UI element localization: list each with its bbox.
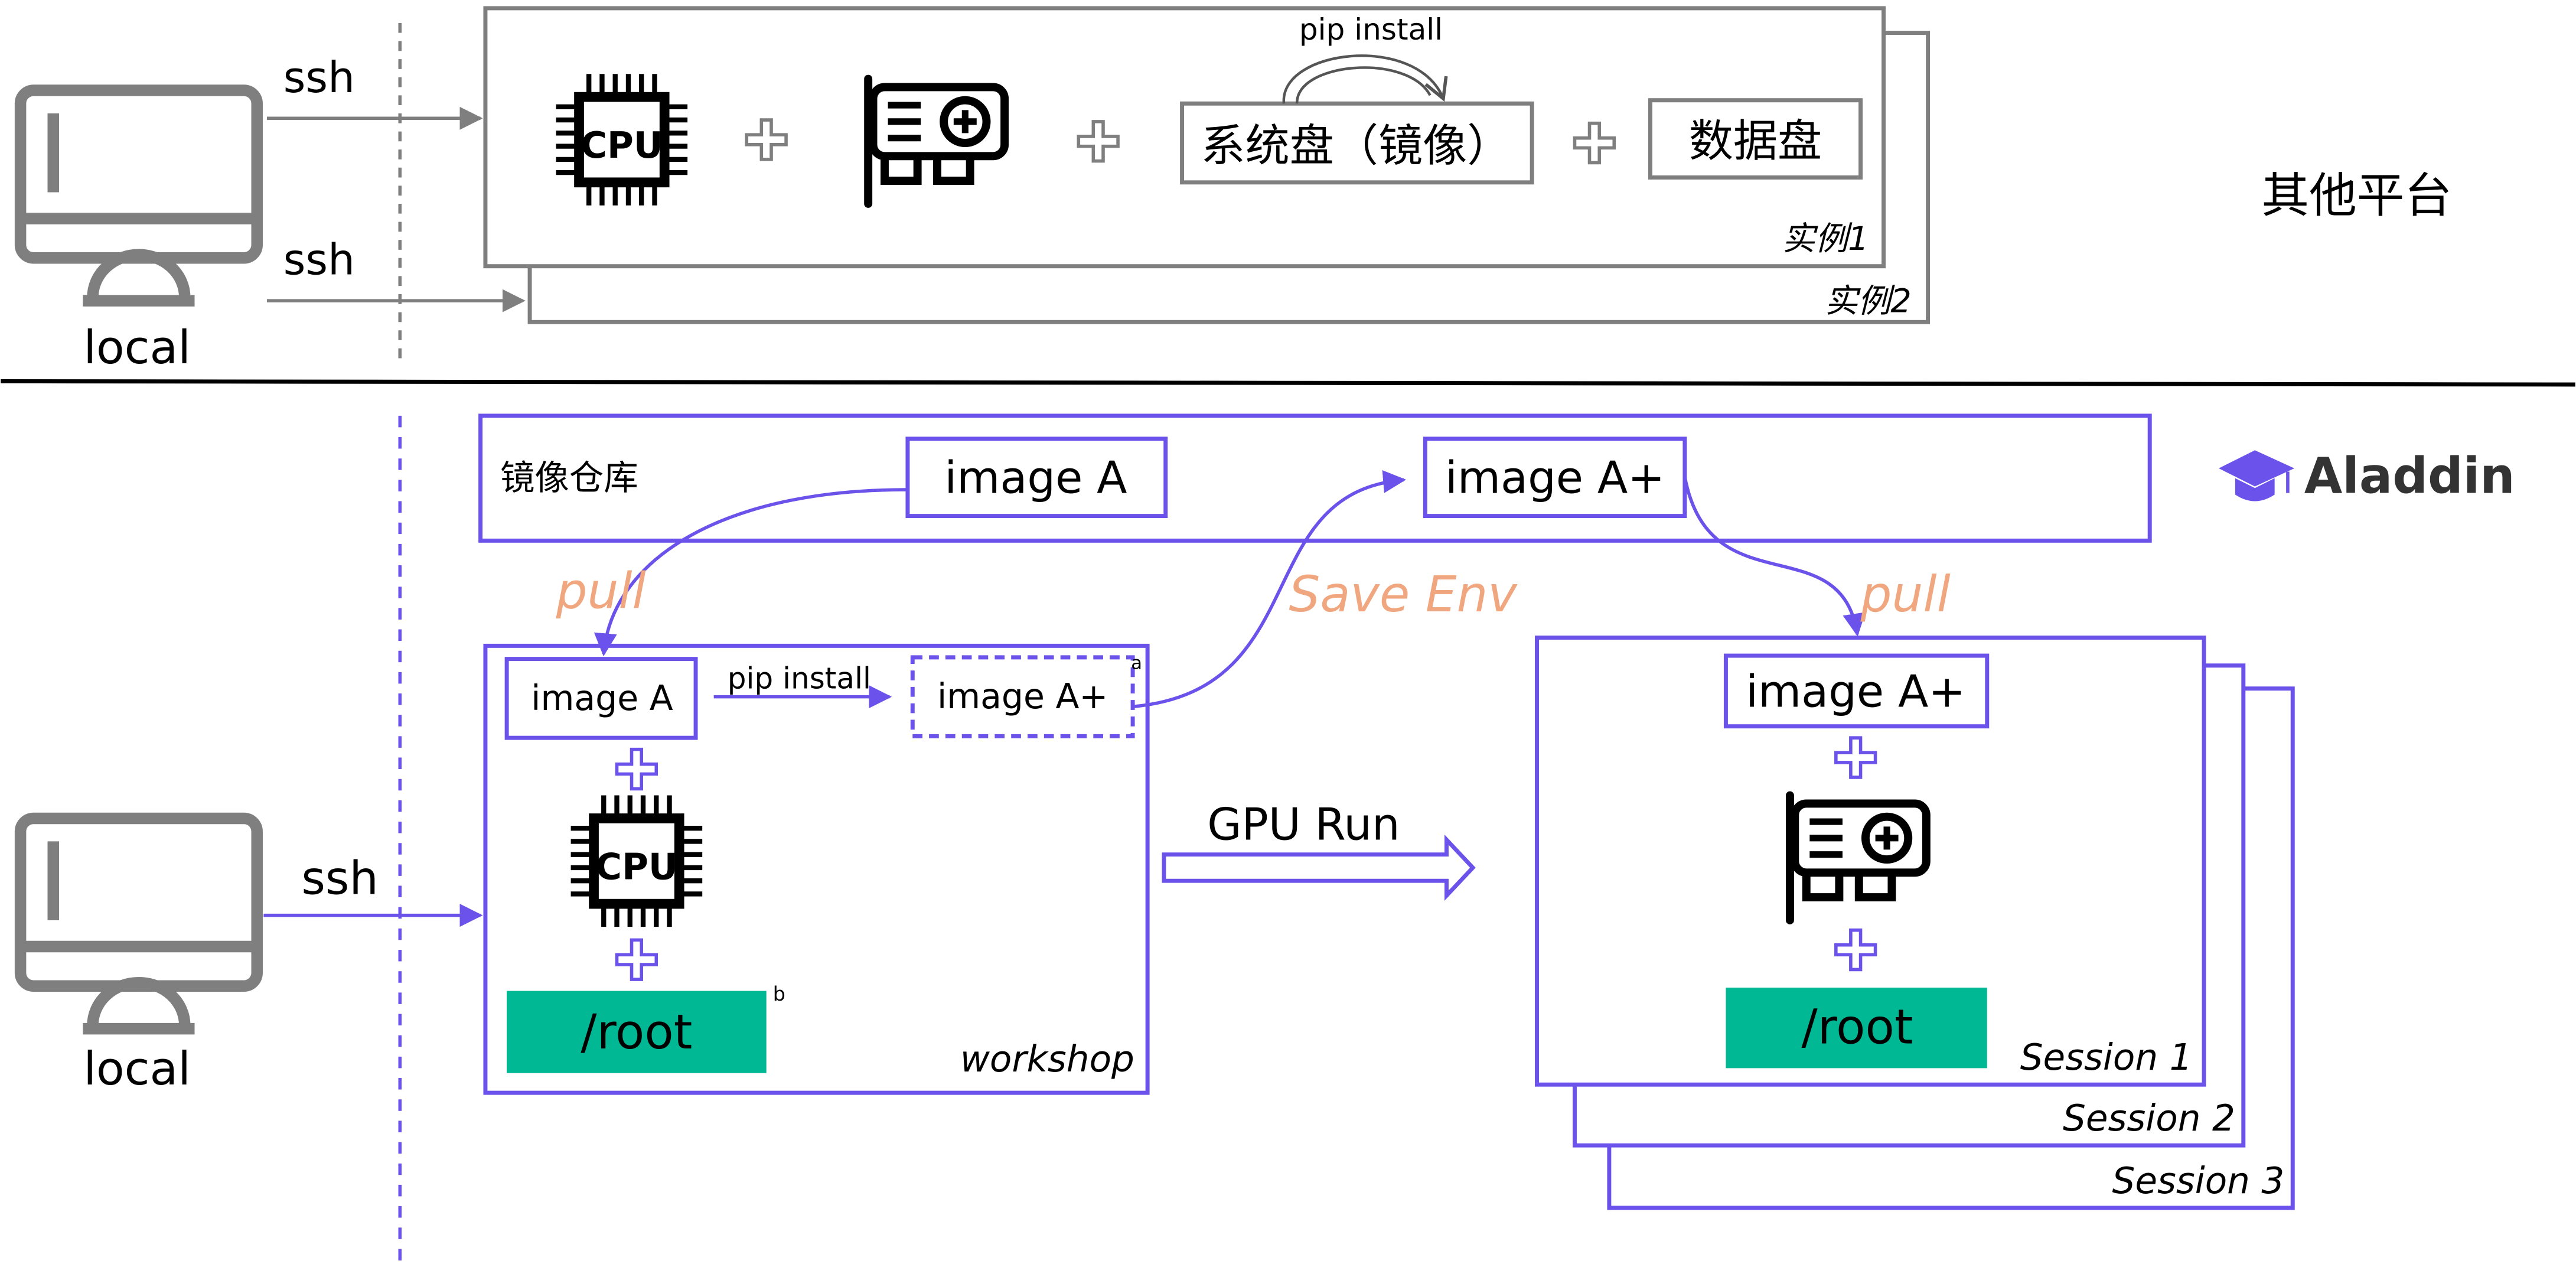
curved-arrow-icon	[1282, 54, 1448, 104]
session-image-a-plus-box	[1723, 653, 1990, 729]
registry-image-a-box	[905, 437, 1168, 519]
instance-2-label: 实例2	[1825, 282, 1912, 321]
registry-image-a: image A	[944, 452, 1127, 504]
session-root-volume	[1726, 988, 1987, 1069]
pip-install-label: pip install	[1299, 12, 1443, 47]
session-2-label: Session 2	[2063, 1097, 2235, 1139]
workshop-cpu-label: CPU	[595, 846, 677, 888]
workshop-label: workshop	[960, 1038, 1134, 1080]
local-monitor-icon	[21, 818, 257, 1028]
ssh-label-1: ssh	[283, 53, 355, 103]
system-disk-label: 系统盘（镜像）	[1201, 120, 1512, 172]
pull-label-right: pull	[1860, 566, 1951, 623]
curved-arrow-inner	[1296, 66, 1432, 104]
bottom-ssh-label: ssh	[301, 852, 379, 905]
workshop-image-a-box	[504, 657, 698, 740]
brand-name: Aladdin	[2304, 448, 2515, 505]
pull-label-left: pull	[556, 562, 646, 620]
workshop-root-volume	[507, 991, 767, 1073]
instance-1-label: 实例1	[1782, 220, 1869, 258]
workshop-image-a: image A	[531, 678, 673, 718]
workshop-image-a-plus-box	[910, 655, 1135, 738]
pull-arrow-right	[1683, 476, 1866, 637]
workshop-root-label: /root	[581, 1005, 692, 1060]
save-env-arrow	[1132, 470, 1407, 709]
superscript-a: a	[1131, 653, 1142, 673]
save-env-label: Save Env	[1289, 566, 1518, 623]
graduation-cap-icon	[2219, 450, 2295, 487]
registry-image-a-plus: image A+	[1445, 452, 1665, 504]
data-disk-label: 数据盘	[1689, 115, 1822, 167]
pull-arrow-left	[594, 488, 907, 657]
workshop-pip-install: pip install	[728, 662, 871, 696]
superscript-b: b	[773, 982, 785, 1005]
cpu-label: CPU	[581, 125, 663, 167]
bottom-local-label: local	[83, 1043, 190, 1096]
gpu-run-label: GPU Run	[1207, 799, 1400, 851]
session-1-label: Session 1	[2020, 1037, 2193, 1079]
top-section: local ssh ssh 实例2 实例1 CPU 系统盘（镜像） pip in…	[21, 6, 2452, 374]
top-local-label: local	[83, 321, 190, 374]
workshop-image-a-plus: image A+	[937, 676, 1108, 716]
bottom-section: local ssh 镜像仓库 image A image A+ Aladdin …	[21, 413, 2515, 1267]
session-3-label: Session 3	[2112, 1160, 2285, 1202]
data-disk-box	[1648, 98, 1863, 180]
ssh-label-2: ssh	[283, 236, 355, 285]
session-image-a-plus: image A+	[1746, 665, 1965, 717]
section-divider	[1, 379, 2575, 387]
platform-label: 其他平台	[2261, 168, 2452, 224]
image-registry-box	[478, 413, 2152, 543]
system-disk-box	[1180, 101, 1534, 185]
session-root-label: /root	[1802, 1000, 1913, 1056]
registry-label: 镜像仓库	[500, 458, 638, 498]
aladdin-logo: Aladdin	[2219, 448, 2515, 505]
local-monitor-icon	[21, 90, 257, 301]
hollow-arrow-icon	[1162, 834, 1476, 901]
registry-image-a-plus-box	[1423, 437, 1687, 519]
